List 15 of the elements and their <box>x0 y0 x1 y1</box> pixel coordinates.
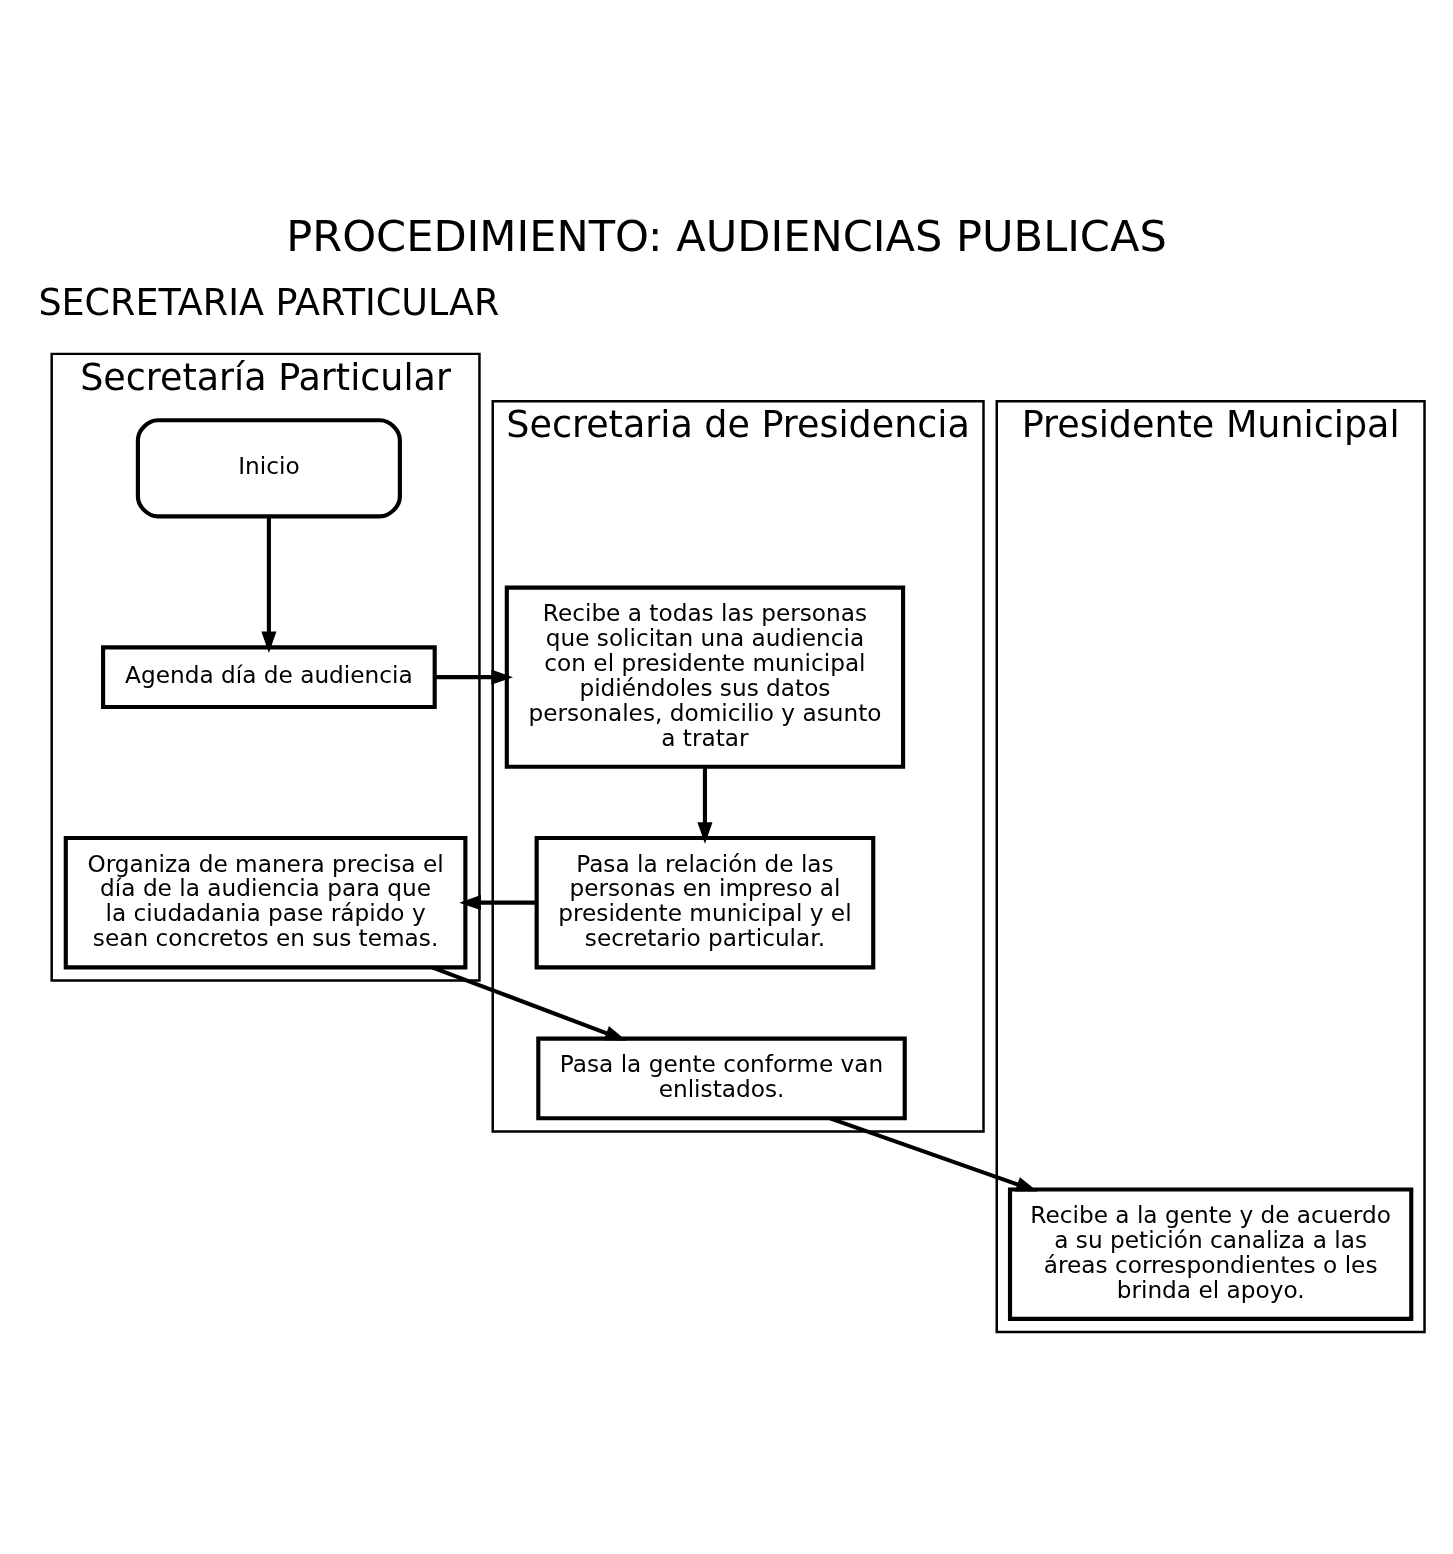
diagram-title: PROCEDIMIENTO: AUDIENCIAS PUBLICAS <box>286 210 1167 261</box>
arrow <box>829 1115 1038 1192</box>
arrow <box>261 516 277 653</box>
node-box: Pasa la relación de las personas en impreso al presidente municipal y el secretario particular. <box>534 835 876 969</box>
arrow <box>432 965 627 1041</box>
node-box: Pasa la gente conforme van enlistados. <box>536 1036 907 1120</box>
arrow <box>459 894 537 910</box>
node-box: Recibe a la gente y de acuerdo a su petición canaliza a las áreas correspondientes o les brinda el apoyo. <box>1007 1186 1414 1321</box>
label: SECRETARIA PARTICULAR <box>38 280 500 324</box>
arrow <box>434 669 513 685</box>
node-box: Organiza de manera precisa el día de la audiencia para que la ciudadania pase rápido y sean concretos en sus temas. <box>63 835 468 969</box>
node-box: Recibe a todas las personas que solicitan una audiencia con el presidente municipal pidiéndoles sus datos personales, domicilio y asunto a tratar <box>504 585 906 769</box>
node-box: Agenda día de audiencia <box>101 644 437 709</box>
arrow <box>697 766 713 844</box>
node-box: Inicio <box>135 417 402 518</box>
